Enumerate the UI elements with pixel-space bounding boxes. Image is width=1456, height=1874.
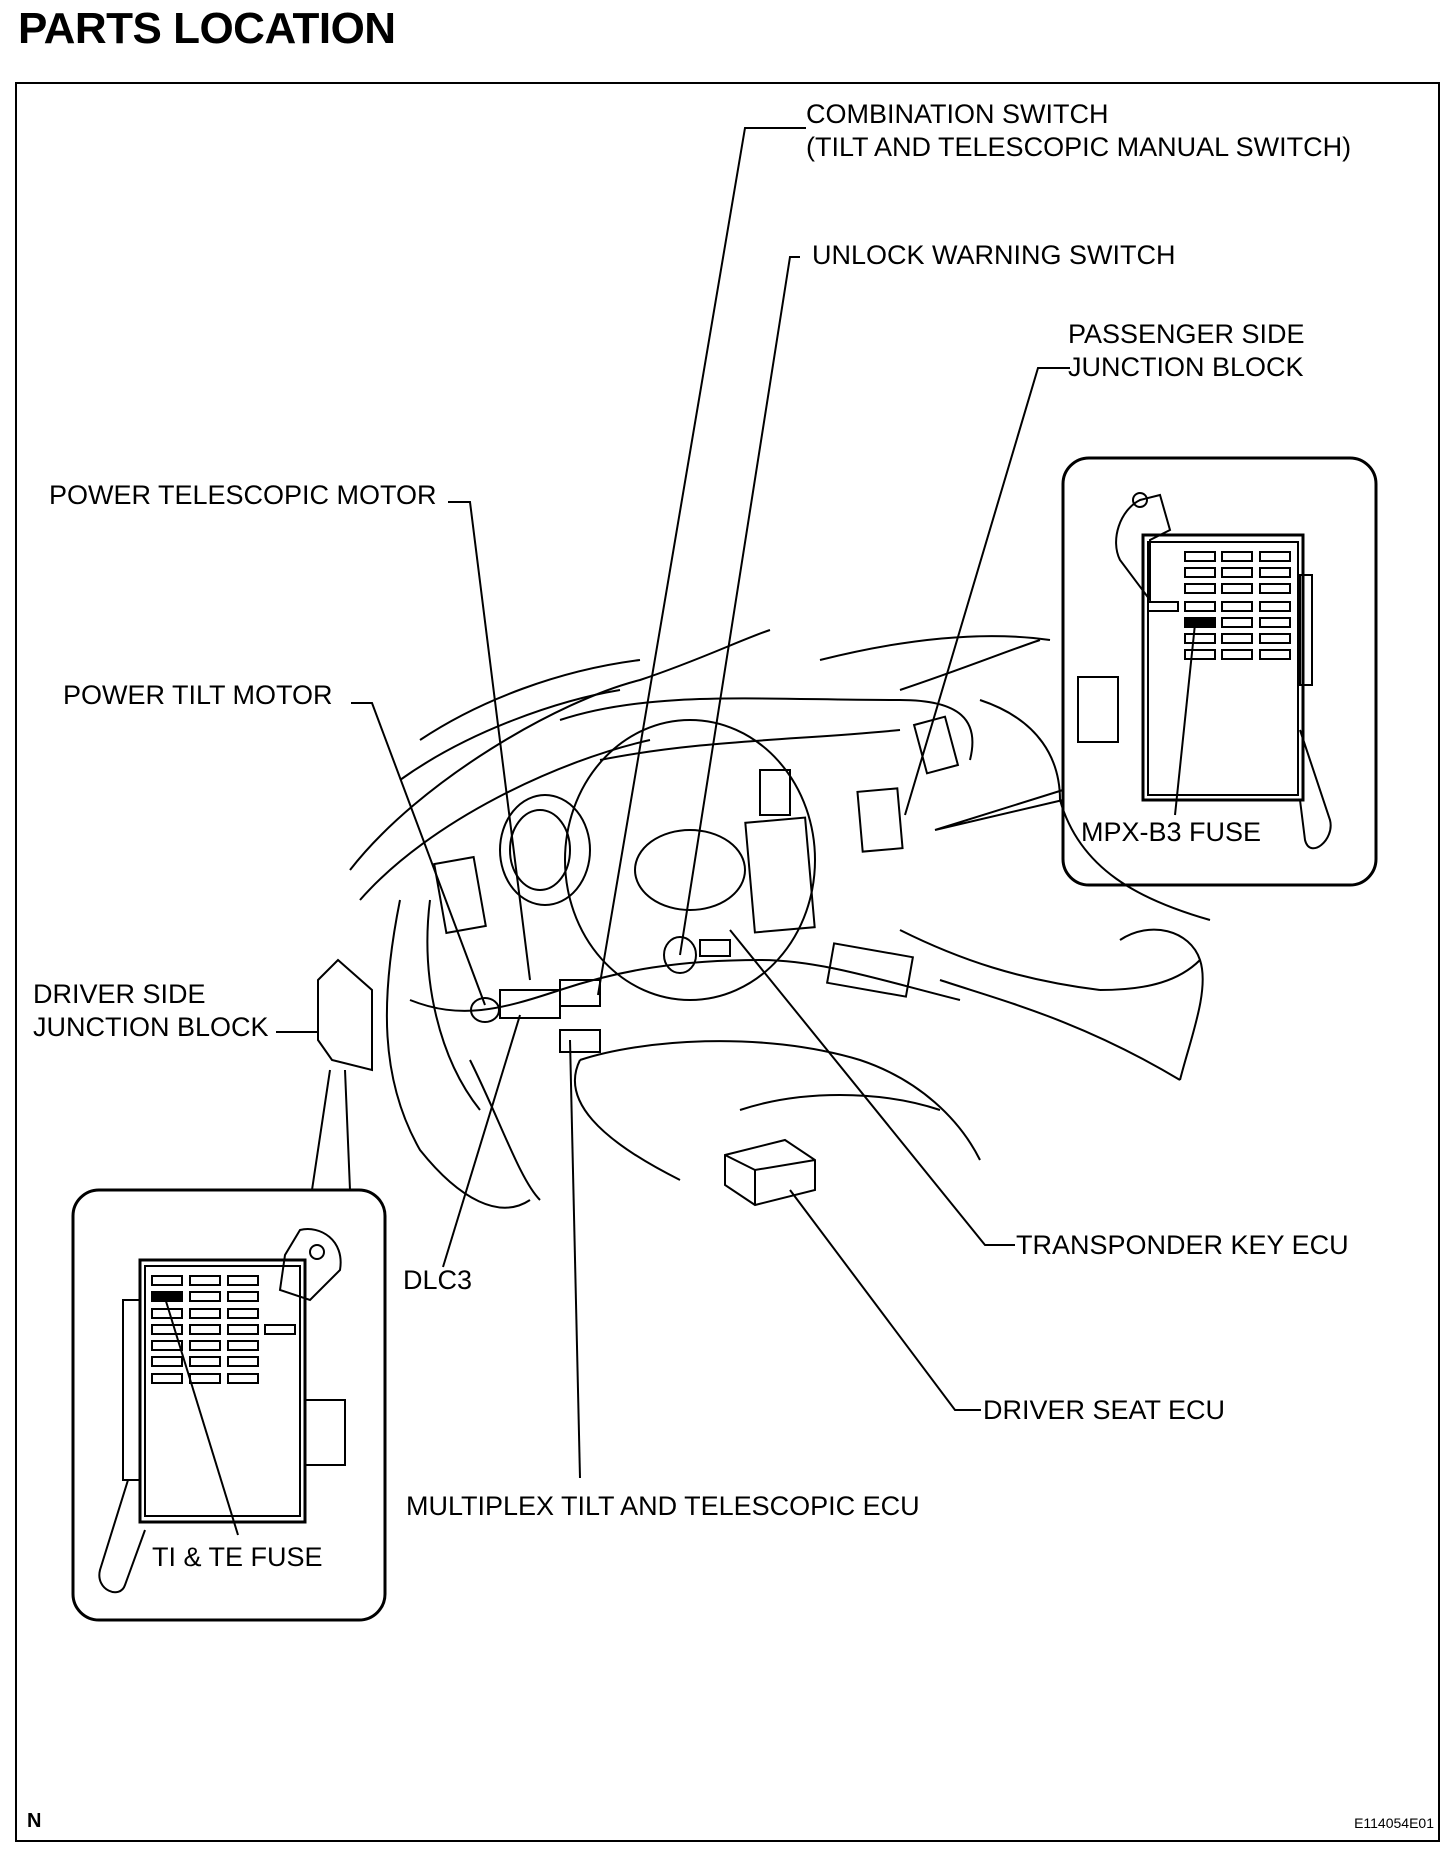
label-power-telescopic-motor: POWER TELESCOPIC MOTOR xyxy=(49,480,437,510)
label-dlc3: DLC3 xyxy=(403,1265,473,1295)
label-transponder-key-ecu: TRANSPONDER KEY ECU xyxy=(1016,1230,1349,1260)
driver-jb-callout xyxy=(71,1188,387,1622)
label-passenger-jb: PASSENGER SIDE xyxy=(1068,319,1305,349)
label-multiplex-tilt-telescopic-ecu: MULTIPLEX TILT AND TELESCOPIC ECU xyxy=(406,1491,920,1521)
label-mpx-b3-fuse: MPX-B3 FUSE xyxy=(1081,817,1262,847)
passenger-fuse-grid xyxy=(1147,551,1291,660)
label-combination-switch: COMBINATION SWITCH xyxy=(806,99,1109,129)
label-ti-te-fuse: TI & TE FUSE xyxy=(152,1542,323,1572)
page-title: PARTS LOCATION xyxy=(18,4,396,53)
label-driver-jb: DRIVER SIDE xyxy=(33,979,206,1009)
label-power-tilt-motor: POWER TILT MOTOR xyxy=(63,680,333,710)
passenger-jb-callout xyxy=(1061,456,1378,887)
view-code: N xyxy=(27,1810,42,1832)
label-unlock-warning-switch: UNLOCK WARNING SWITCH xyxy=(812,240,1176,270)
label-combination-switch-sub: (TILT AND TELESCOPIC MANUAL SWITCH) xyxy=(806,132,1352,162)
figure-id: E114054E01 xyxy=(1354,1815,1434,1831)
driver-fuse-grid xyxy=(151,1275,296,1384)
label-passenger-jb-2: JUNCTION BLOCK xyxy=(1068,352,1304,382)
label-driver-jb-2: JUNCTION BLOCK xyxy=(33,1012,269,1042)
diagram-frame xyxy=(15,82,1440,1842)
ti-te-fuse-highlight xyxy=(151,1291,183,1302)
label-driver-seat-ecu: DRIVER SEAT ECU xyxy=(983,1395,1226,1425)
leader-lines xyxy=(276,127,1070,1479)
mpx-b3-fuse-highlight xyxy=(1184,617,1216,628)
